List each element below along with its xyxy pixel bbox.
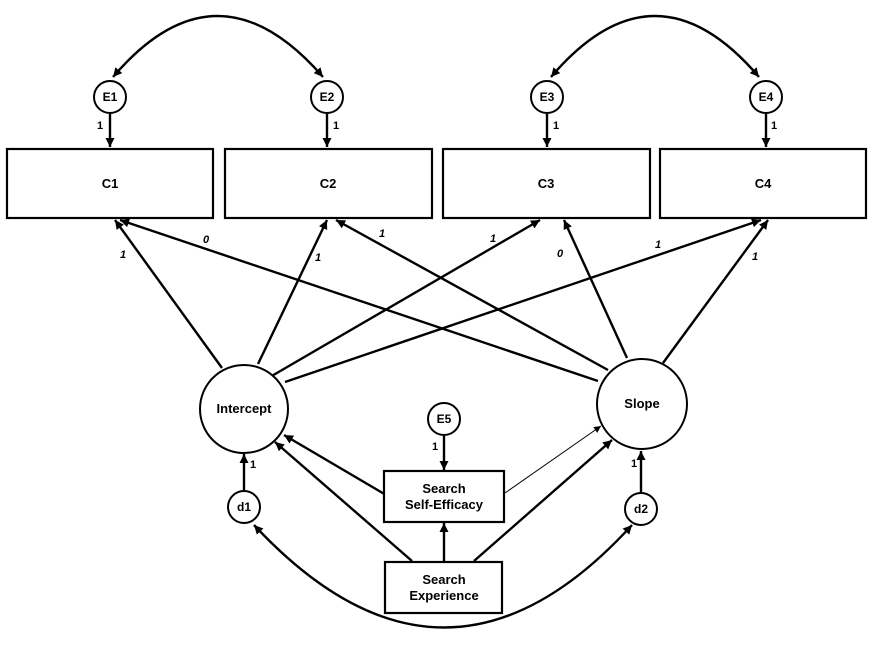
svg-text:Intercept: Intercept (217, 401, 273, 416)
path-slope-c1 (119, 218, 599, 383)
disturbance-d1: d1 (227, 490, 261, 524)
weight-e1-c1: 1 (97, 120, 103, 132)
svg-text:E2: E2 (320, 90, 335, 104)
svg-text:C3: C3 (538, 176, 555, 191)
svg-text:Experience: Experience (409, 588, 478, 603)
weight-slope-c1: 0 (203, 234, 210, 246)
path-slope-c4 (662, 219, 769, 364)
weight-intercept-c1: 1 (120, 249, 126, 261)
error-e3: E3 (530, 80, 564, 114)
svg-text:d2: d2 (634, 502, 648, 516)
weight-intercept-c4: 1 (655, 239, 661, 251)
covariance-e1-e2 (112, 15, 324, 78)
path-slope-c3 (562, 219, 629, 359)
weight-slope-c4: 1 (752, 251, 758, 263)
path-se-intercept (274, 441, 413, 562)
svg-text:C2: C2 (320, 176, 337, 191)
disturbance-d2: d2 (624, 492, 658, 526)
svg-text:C1: C1 (102, 176, 119, 191)
svg-text:E1: E1 (103, 90, 118, 104)
weight-e4-c4: 1 (771, 120, 777, 132)
svg-text:Search: Search (422, 572, 465, 587)
path-intercept-c4 (284, 218, 762, 384)
weight-slope-c2: 1 (379, 228, 385, 240)
weight-e3-c3: 1 (553, 120, 559, 132)
svg-text:C4: C4 (755, 176, 772, 191)
weight-intercept-c2: 1 (315, 252, 321, 264)
covariance-d1-d2 (253, 524, 633, 629)
indicator-c1: C1 (5, 147, 215, 220)
path-se-slope (473, 439, 613, 562)
latent-slope: Slope (596, 358, 688, 450)
latent-intercept: Intercept (199, 364, 289, 454)
indicator-c2: C2 (223, 147, 434, 220)
svg-text:Self-Efficacy: Self-Efficacy (405, 497, 484, 512)
error-e4: E4 (749, 80, 783, 114)
weight-slope-c3: 0 (557, 248, 564, 260)
indicator-c3: C3 (441, 147, 652, 220)
path-intercept-c3 (269, 218, 541, 379)
indicator-c4: C4 (658, 147, 868, 220)
error-e1: E1 (93, 80, 127, 114)
error-e5: E5 (427, 402, 461, 436)
weight-intercept-c3: 1 (490, 233, 496, 245)
predictor-search-self-efficacy: Search Self-Efficacy (382, 469, 506, 524)
svg-text:d1: d1 (237, 500, 251, 514)
covariance-e3-e4 (550, 15, 760, 78)
path-intercept-c1 (114, 219, 223, 369)
predictor-search-experience: Search Experience (383, 560, 504, 615)
path-sse-intercept (283, 433, 387, 497)
path-intercept-c2 (256, 219, 329, 365)
path-sse-slope (504, 425, 602, 494)
svg-text:E3: E3 (540, 90, 555, 104)
path-slope-c2 (335, 218, 609, 372)
svg-text:E5: E5 (437, 412, 452, 426)
weight-e2-c2: 1 (333, 120, 339, 132)
error-e2: E2 (310, 80, 344, 114)
weight-d2-slope: 1 (631, 458, 637, 470)
svg-text:E4: E4 (759, 90, 774, 104)
weight-d1-intercept: 1 (250, 459, 256, 471)
svg-text:Search: Search (422, 481, 465, 496)
weight-e5-sse: 1 (432, 441, 438, 453)
svg-text:Slope: Slope (624, 396, 659, 411)
